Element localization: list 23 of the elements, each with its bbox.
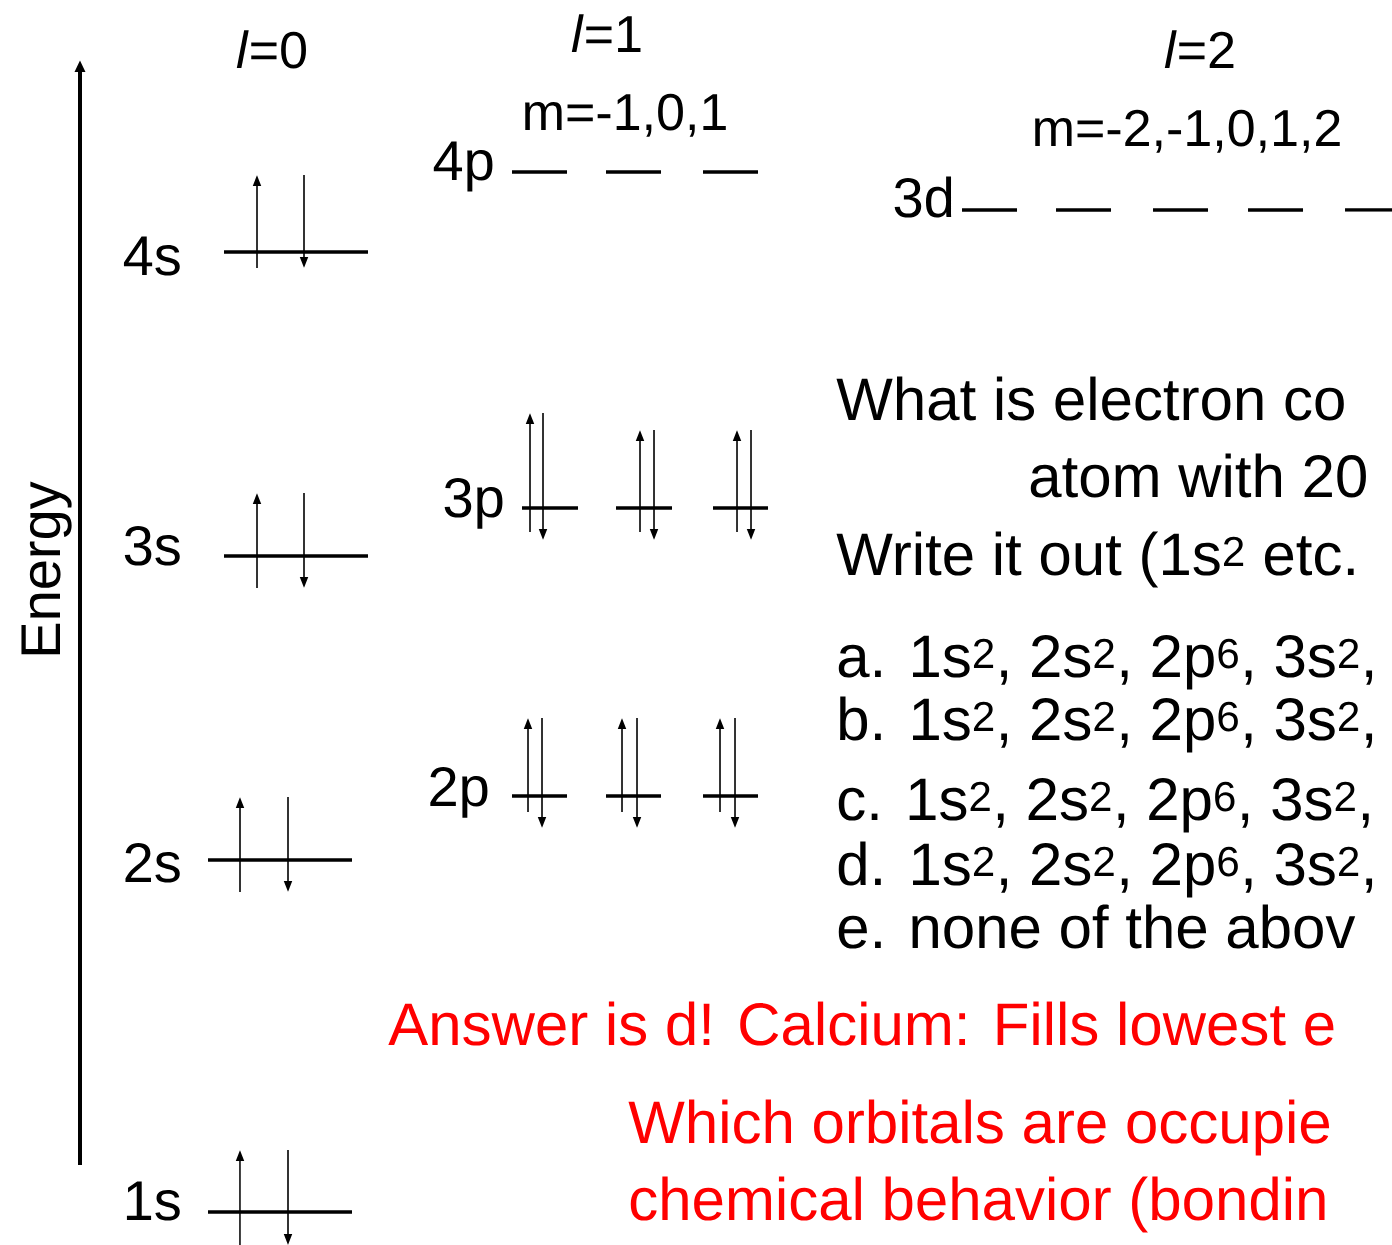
answer-option: a. 1s$^{2}$, 2s$^{2}$, 2p$^{6}$, 3s$^{2}$,: [838, 635, 1373, 690]
answer-option: e. none of the abov: [838, 904, 1356, 949]
question-text: atom with 20: [1030, 453, 1366, 498]
answer-option: d. 1s$^{2}$, 2s$^{2}$, 2p$^{6}$, 3s$^{2}$,: [838, 841, 1373, 898]
level-label: 1s: [126, 1181, 180, 1221]
level-label: 4s: [123, 236, 180, 276]
axis-label: Energy: [21, 481, 72, 655]
level-label: 4p: [433, 141, 493, 192]
level-label: 2s: [125, 842, 180, 883]
magnetic-number-label: m=-1,0,1: [525, 93, 726, 137]
question-text: Write it out (1s$^{2}$ etc.: [836, 531, 1354, 588]
quantum-number-label: l=1: [571, 14, 641, 52]
level-label: 3p: [444, 477, 503, 529]
quantum-number-label: l=0: [236, 30, 306, 69]
level-label: 3s: [124, 525, 180, 566]
question-text: What is electron co: [836, 376, 1344, 421]
level-label: 2p: [430, 766, 488, 818]
magnetic-number-label: m=-2,-1,0,1,2: [1035, 109, 1340, 153]
answer-note: Which orbitals are occupie: [628, 1099, 1330, 1156]
quantum-number-label: l=2: [1164, 30, 1234, 68]
level-label: 3d: [894, 176, 952, 218]
answer-note: chemical behavior (bondin: [630, 1176, 1325, 1233]
answer-note: Answer is d! Calcium: Fills lowest e: [388, 1001, 1334, 1046]
